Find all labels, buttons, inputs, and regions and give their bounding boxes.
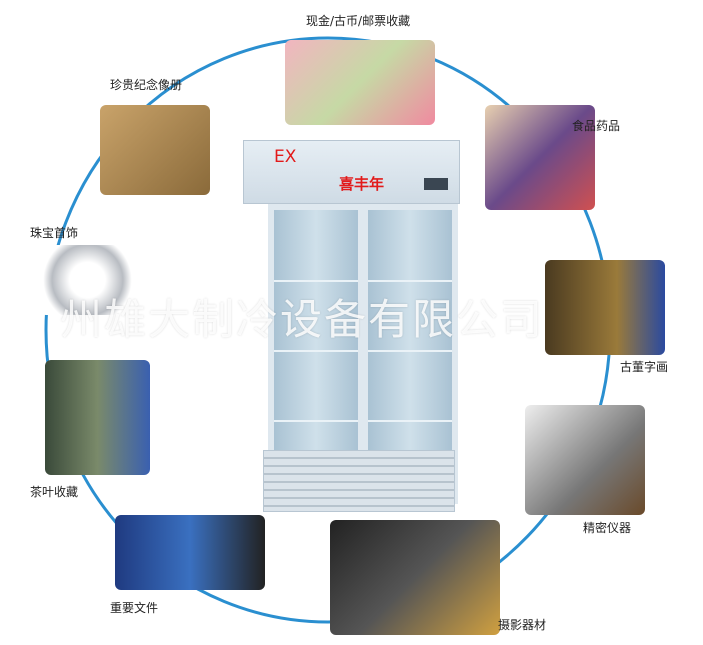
album-image: [100, 105, 210, 195]
food-image: [485, 105, 595, 210]
label-antique: 古董字画: [620, 360, 669, 374]
tea-image: [45, 360, 150, 475]
brand-name: 喜丰年: [339, 175, 385, 193]
watermark: 州雄大制冷设备有限公司: [60, 295, 545, 344]
label-food: 食品药品: [572, 119, 621, 133]
camera-image: [330, 520, 500, 635]
fridge-top: EX 喜丰年: [243, 140, 460, 204]
label-documents: 重要文件: [110, 601, 159, 615]
ex-mark: EX: [274, 147, 297, 167]
label-instrument: 精密仪器: [583, 521, 632, 535]
jewelry-image: [40, 245, 135, 315]
documents-image: [115, 515, 265, 590]
cash-image: [285, 40, 435, 125]
instrument-image: [525, 405, 645, 515]
antique-image: [545, 260, 665, 355]
fridge-vent: [263, 450, 455, 512]
label-album: 珍贵纪念像册: [110, 78, 183, 92]
label-cash: 现金/古币/邮票收藏: [306, 14, 411, 28]
label-camera: 摄影器材: [498, 618, 547, 632]
label-jewelry: 珠宝首饰: [30, 226, 79, 240]
label-tea: 茶叶收藏: [30, 485, 79, 499]
control-panel: [424, 178, 448, 190]
fridge: EX 喜丰年: [243, 140, 460, 520]
